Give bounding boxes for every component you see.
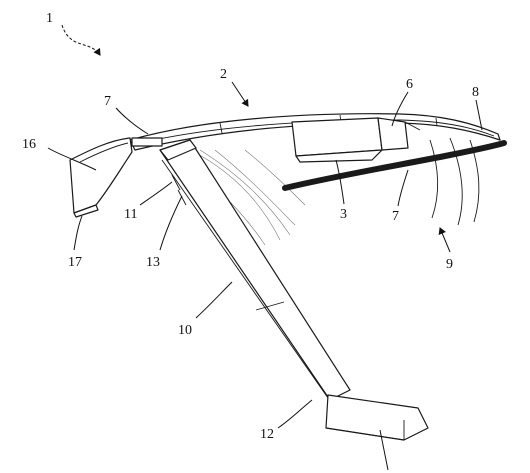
ref-label-12: 12 <box>260 427 274 442</box>
ref-label-6: 6 <box>406 77 413 92</box>
end-piece <box>69 137 163 218</box>
ref-label-16: 16 <box>22 137 36 152</box>
ref-label-7-top: 7 <box>104 94 111 109</box>
ref-label-2: 2 <box>220 67 227 82</box>
ref-label-7-mid: 7 <box>392 209 399 224</box>
ref-label-10: 10 <box>178 323 192 338</box>
ref-label-3: 3 <box>340 207 347 222</box>
ref-label-17: 17 <box>68 255 82 270</box>
ref-label-11: 11 <box>124 207 137 222</box>
reference-numerals: 1 2 6 7 8 16 11 13 3 7 9 17 10 12 <box>22 11 479 442</box>
ref-label-13: 13 <box>146 255 160 270</box>
ref-label-9: 9 <box>446 257 453 272</box>
light-rays <box>429 137 480 226</box>
ref-label-8: 8 <box>472 85 479 100</box>
ref-label-1: 1 <box>46 11 53 26</box>
side-arm <box>159 139 351 401</box>
housing-module <box>291 117 421 163</box>
rear-block <box>325 394 429 441</box>
leader-lines <box>47 24 483 471</box>
display-strip <box>282 140 507 191</box>
